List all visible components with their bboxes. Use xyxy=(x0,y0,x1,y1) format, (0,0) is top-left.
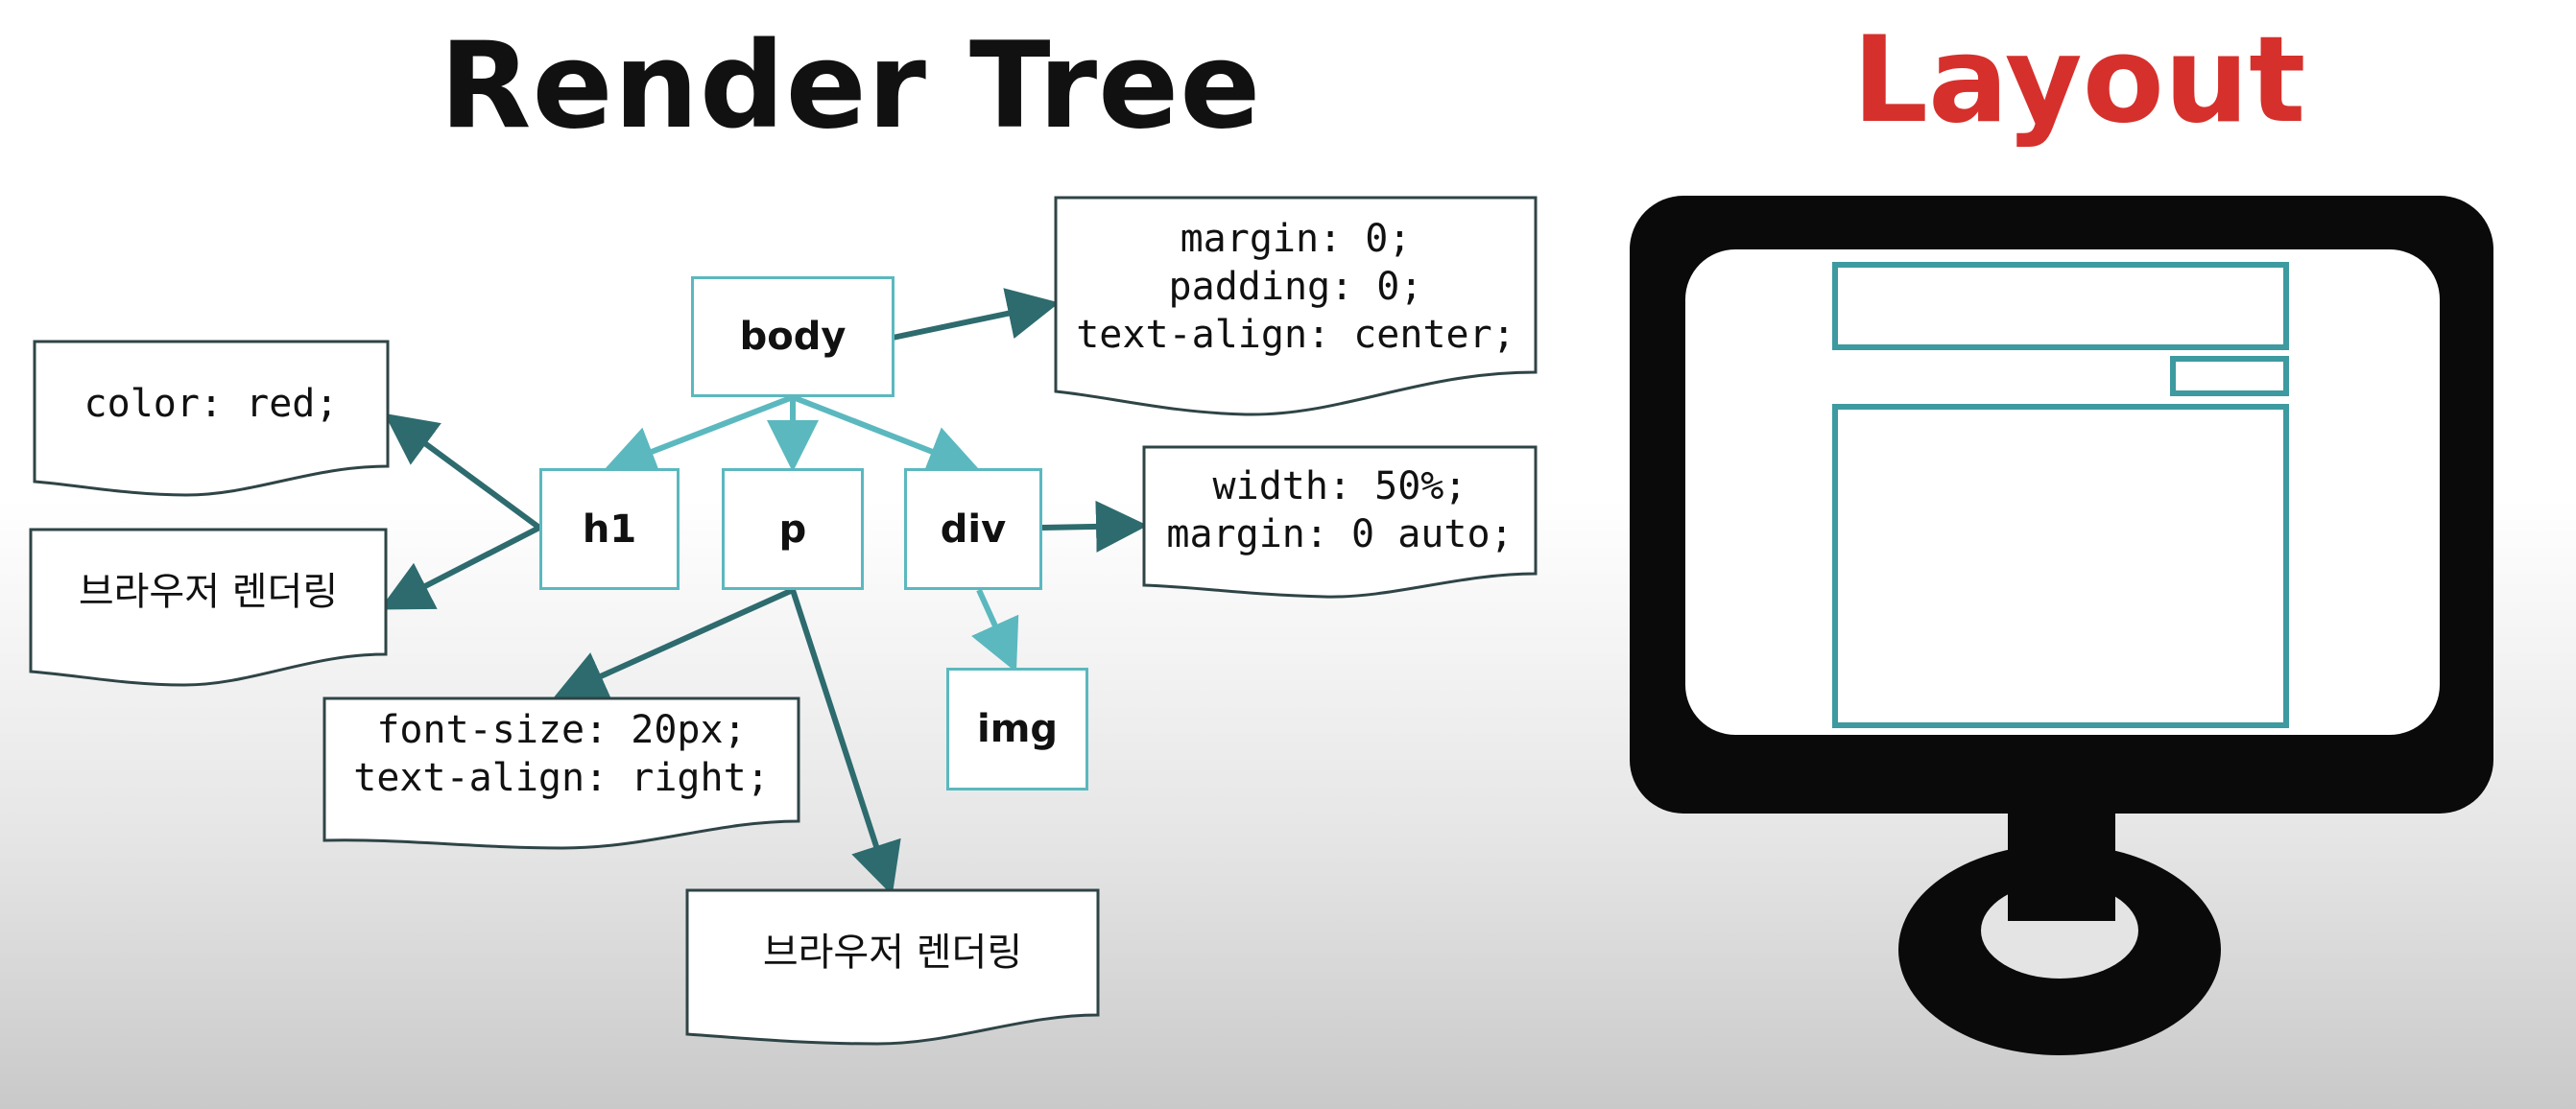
note-shape xyxy=(685,888,1100,1046)
node-div: div xyxy=(904,468,1042,590)
edge-body-div xyxy=(791,394,981,476)
node-h1: h1 xyxy=(539,468,680,590)
note-text: color: red; xyxy=(83,382,339,426)
layout-box-p xyxy=(2170,356,2289,396)
edge-body-styles xyxy=(892,288,1060,341)
edge-body-h1 xyxy=(603,394,795,477)
edge-div-img xyxy=(971,588,1019,672)
note-text: 브라우저 렌더링 xyxy=(762,931,1023,975)
note-shape xyxy=(322,696,800,850)
note-text: 브라우저 렌더링 xyxy=(78,570,339,614)
edge-div-styles xyxy=(1041,500,1148,553)
node-img: img xyxy=(946,668,1088,790)
layout-box-h1 xyxy=(1832,262,2289,350)
note-shape xyxy=(1054,196,1538,416)
note-h1-color: color: red; xyxy=(33,340,390,499)
node-body: body xyxy=(691,276,894,397)
note-text: margin: 0; padding: 0; text-align: cente… xyxy=(1076,217,1515,357)
monitor-screen xyxy=(1685,249,2440,735)
note-shape xyxy=(29,528,388,687)
render-tree-title: Render Tree xyxy=(440,17,1262,155)
note-text: font-size: 20px; text-align: right; xyxy=(353,708,770,800)
note-text: width: 50%; margin: 0 auto; xyxy=(1166,464,1514,556)
note-shape xyxy=(1142,445,1538,599)
edge-h1-text xyxy=(379,525,541,610)
note-div-styles: width: 50%; margin: 0 auto; xyxy=(1142,445,1538,602)
layout-title: Layout xyxy=(1852,12,2306,150)
node-p: p xyxy=(722,468,864,590)
layout-box-div xyxy=(1832,404,2289,728)
edge-p-styles xyxy=(554,587,795,700)
note-p-styles: font-size: 20px; text-align: right; xyxy=(322,696,800,852)
edge-h1-color xyxy=(384,413,541,531)
edge-p-text xyxy=(790,589,901,896)
note-p-text: 브라우저 렌더링 xyxy=(685,888,1100,1048)
note-h1-text: 브라우저 렌더링 xyxy=(29,528,388,689)
note-body-styles: margin: 0; padding: 0; text-align: cente… xyxy=(1054,196,1538,418)
note-shape xyxy=(33,340,390,497)
